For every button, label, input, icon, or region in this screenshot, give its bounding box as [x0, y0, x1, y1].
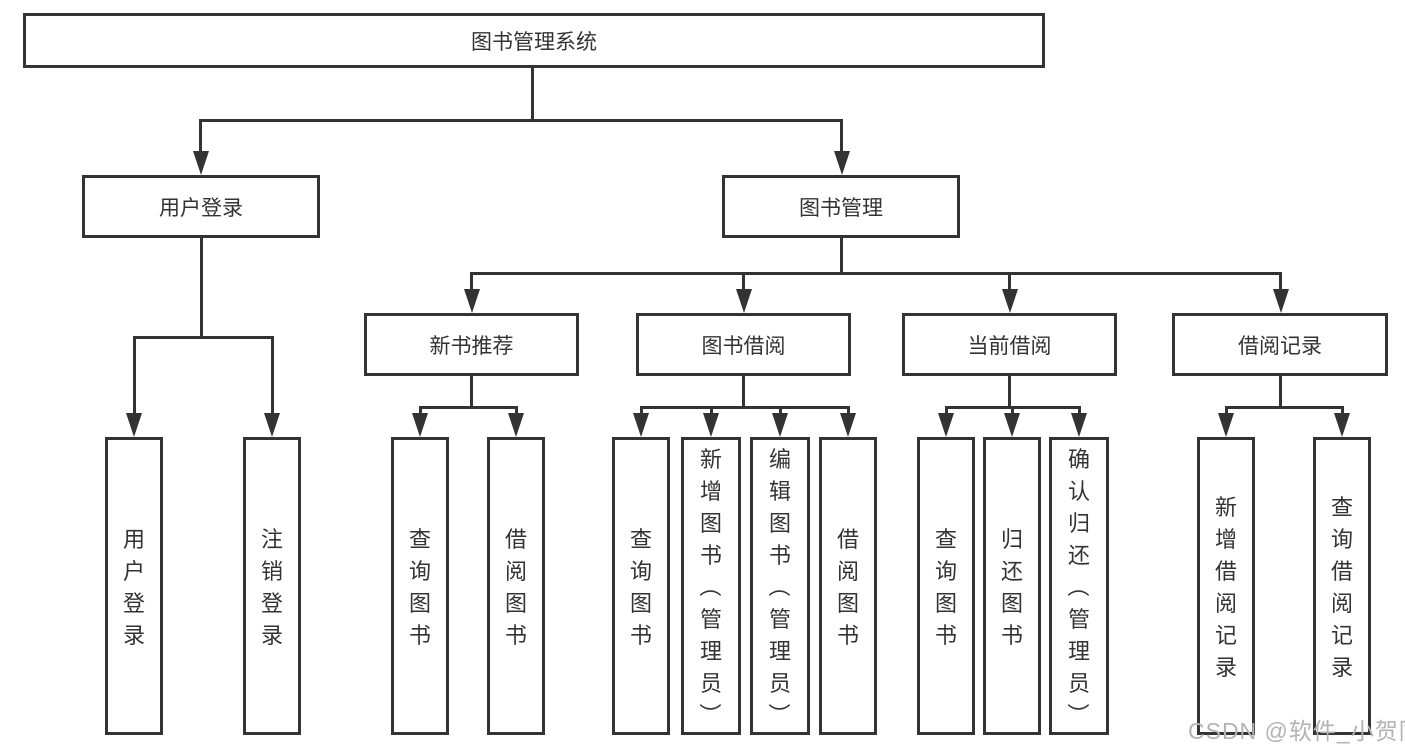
- leaf-query-books-3: 查询图书: [917, 437, 975, 735]
- leaf-query-books-1: 查询图书: [391, 437, 449, 735]
- leaf-label: 查询图书: [934, 527, 957, 648]
- connector-line: [1011, 406, 1014, 415]
- node-label: 图书借阅: [701, 334, 786, 358]
- connector-line: [1341, 406, 1344, 415]
- connector-line: [779, 406, 782, 415]
- connector-line: [515, 406, 518, 415]
- leaf-label: 查询图书: [408, 527, 431, 648]
- connector-line: [531, 68, 534, 122]
- node-current-borrowing: 当前借阅: [902, 313, 1117, 376]
- arrow-down-icon: [1218, 413, 1234, 437]
- connector-line: [470, 272, 473, 291]
- leaf-query-borrow-record: 查询借阅记录: [1313, 437, 1371, 735]
- node-user-login: 用户登录: [82, 175, 320, 238]
- leaf-add-books-admin: 新增图书（管理员）: [681, 437, 741, 735]
- arrow-down-icon: [834, 151, 850, 175]
- node-label: 图书管理系统: [471, 30, 597, 54]
- arrow-down-icon: [264, 413, 280, 437]
- connector-line: [133, 336, 274, 339]
- arrow-down-icon: [938, 413, 954, 437]
- arrow-down-icon: [193, 151, 209, 175]
- leaf-label: 查询借阅记录: [1330, 495, 1353, 680]
- leaf-confirm-return-admin: 确认归还（管理员）: [1049, 437, 1109, 735]
- leaf-label: 新增图书（管理员）: [696, 447, 722, 726]
- leaf-label: 编辑图书（管理员）: [765, 447, 791, 726]
- connector-line: [133, 336, 136, 414]
- connector-line: [742, 376, 745, 409]
- leaf-borrow-books-2: 借阅图书: [819, 437, 877, 735]
- connector-line: [199, 119, 843, 122]
- leaf-label: 用户登录: [122, 527, 145, 648]
- connector-line: [1279, 376, 1282, 409]
- arrow-down-icon: [736, 289, 752, 313]
- node-label: 借阅记录: [1238, 334, 1322, 358]
- arrow-down-icon: [1334, 413, 1350, 437]
- leaf-label: 注销登录: [260, 527, 283, 648]
- connector-line: [1279, 272, 1282, 291]
- leaf-label: 查询图书: [629, 527, 652, 648]
- leaf-edit-books-admin: 编辑图书（管理员）: [750, 437, 810, 735]
- connector-line: [840, 238, 843, 275]
- leaf-borrow-books-1: 借阅图书: [487, 437, 545, 735]
- connector-line: [1225, 406, 1228, 415]
- connector-line: [1078, 406, 1081, 415]
- arrow-down-icon: [1002, 289, 1018, 313]
- arrow-down-icon: [772, 413, 788, 437]
- connector-line: [710, 406, 713, 415]
- arrow-down-icon: [1004, 413, 1020, 437]
- connector-line: [945, 406, 948, 415]
- connector-line: [742, 272, 745, 291]
- arrow-down-icon: [508, 413, 524, 437]
- node-label: 用户登录: [159, 196, 243, 220]
- connector-line: [419, 406, 422, 415]
- leaf-logout: 注销登录: [243, 437, 301, 735]
- connector-line: [271, 336, 274, 414]
- leaf-add-borrow-record: 新增借阅记录: [1197, 437, 1255, 735]
- connector-line: [847, 406, 850, 415]
- node-root-system: 图书管理系统: [23, 13, 1045, 68]
- node-label: 当前借阅: [967, 334, 1052, 358]
- arrow-down-icon: [1273, 289, 1289, 313]
- leaf-query-books-2: 查询图书: [612, 437, 670, 735]
- csdn-watermark: CSDN @软件_小贺同学: [1188, 718, 1405, 744]
- node-borrowing-records: 借阅记录: [1172, 313, 1388, 376]
- arrow-down-icon: [412, 413, 428, 437]
- leaf-user-login: 用户登录: [105, 437, 163, 735]
- node-book-borrowing: 图书借阅: [636, 313, 851, 376]
- node-book-management: 图书管理: [722, 175, 960, 238]
- connector-line: [1225, 406, 1344, 409]
- leaf-label: 借阅图书: [836, 527, 859, 648]
- connector-line: [840, 119, 843, 152]
- arrow-down-icon: [1071, 413, 1087, 437]
- arrow-down-icon: [633, 413, 649, 437]
- node-new-book-recommend: 新书推荐: [364, 313, 579, 376]
- node-label: 新书推荐: [429, 334, 514, 358]
- connector-line: [1008, 376, 1011, 409]
- connector-line: [640, 406, 643, 415]
- leaf-label: 归还图书: [1000, 527, 1023, 648]
- connector-line: [470, 272, 1282, 275]
- connector-line: [200, 238, 203, 338]
- leaf-label: 借阅图书: [504, 527, 527, 648]
- arrow-down-icon: [703, 413, 719, 437]
- connector-line: [640, 406, 850, 409]
- leaf-label: 确认归还（管理员）: [1064, 447, 1090, 726]
- arrow-down-icon: [464, 289, 480, 313]
- connector-line: [1008, 272, 1011, 291]
- leaf-label: 新增借阅记录: [1214, 495, 1237, 680]
- node-label: 图书管理: [799, 196, 883, 220]
- connector-line: [419, 406, 518, 409]
- arrow-down-icon: [840, 413, 856, 437]
- arrow-down-icon: [126, 413, 142, 437]
- connector-line: [470, 376, 473, 409]
- connector-line: [199, 119, 202, 152]
- leaf-return-books: 归还图书: [983, 437, 1041, 735]
